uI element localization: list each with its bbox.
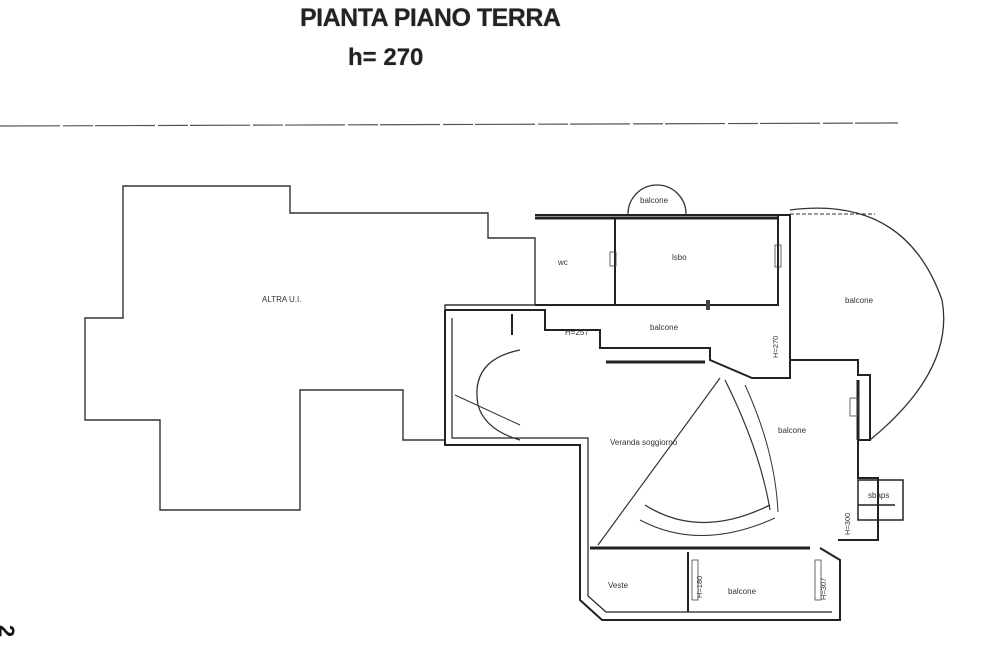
apartment-west-wall	[444, 310, 841, 621]
apartment-west-wall-inner	[451, 318, 832, 613]
window-mark	[774, 244, 782, 268]
height-label-bottom-mid: H=180	[695, 576, 704, 598]
height-label-top: H=257	[565, 328, 589, 337]
floor-height-label: h= 270	[348, 44, 424, 71]
window-mark	[706, 300, 710, 310]
curved-stair-left	[476, 349, 521, 441]
room-label-lower-room: balcone	[728, 587, 757, 596]
header-divider	[0, 122, 899, 127]
veranda-diagonal	[597, 377, 721, 546]
room-label-balcony-right: balcone	[845, 296, 874, 305]
room-label-bathroom: wc	[557, 258, 568, 267]
window-mark	[691, 559, 699, 601]
veranda-right-curve-inner	[744, 384, 779, 513]
room-label-living: Veranda soggiorno	[610, 438, 678, 447]
room-label-closet: sbaps	[868, 491, 889, 500]
other-unit-outline	[84, 185, 536, 511]
height-label-bottom-right: H=307	[819, 578, 828, 600]
veranda-arc-inner	[639, 517, 776, 536]
right-balcony-outline	[789, 207, 945, 441]
room-label-hall: balcone	[650, 323, 679, 332]
top-balcony-outline	[627, 184, 687, 215]
window-mark	[609, 251, 617, 267]
veranda-right-curve	[724, 379, 771, 511]
window-mark	[814, 559, 822, 601]
apartment-outer-wall	[535, 214, 779, 306]
window-mark	[849, 397, 859, 417]
apartment-outer-wall-right	[778, 214, 879, 541]
height-label-right: H=270	[771, 336, 780, 358]
closet-outline	[857, 479, 904, 521]
room-label-balcony-top: balcone	[640, 196, 669, 205]
room-label-other-unit: ALTRA U.I.	[262, 295, 301, 304]
curved-stair-left-inner	[454, 394, 521, 426]
apartment-outer-wall-left	[445, 309, 791, 379]
room-label-small-room: Veste	[608, 581, 629, 590]
height-label-east: H=300	[843, 513, 852, 535]
room-label-studio: lsbo	[672, 253, 687, 262]
room-label-corridor: balcone	[778, 426, 807, 435]
plan-title: PIANTA PIANO TERRA	[300, 4, 561, 32]
veranda-arc	[644, 504, 771, 524]
